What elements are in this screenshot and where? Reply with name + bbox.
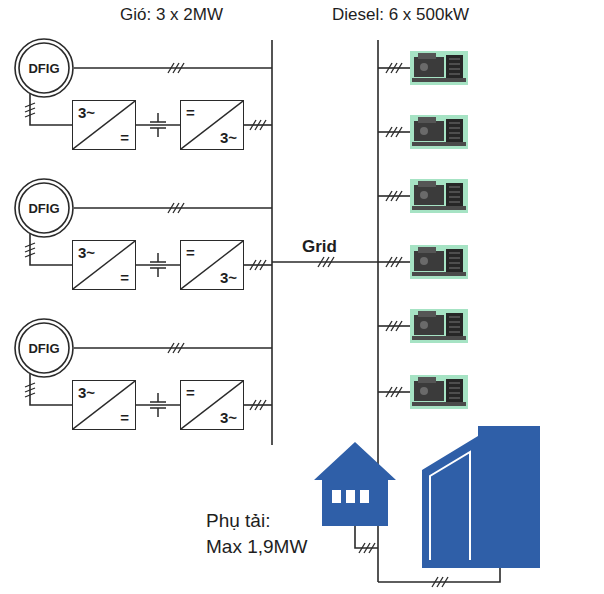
factory-feeder	[378, 568, 500, 582]
diesel-generator	[410, 115, 468, 149]
house-window	[332, 490, 341, 503]
converter-symbol: =	[186, 104, 195, 121]
three-phase-mark	[386, 191, 402, 201]
diesel-generator	[410, 179, 468, 213]
diesel-generator	[410, 51, 468, 85]
capacity-label: Gió: 3 x 2MW	[120, 4, 223, 27]
converter-box: = 3~	[180, 240, 244, 290]
converter-diagonal	[181, 101, 243, 149]
three-phase-mark	[250, 260, 266, 270]
machine-ring	[19, 323, 69, 373]
converter-symbol: =	[120, 129, 129, 146]
machine-ring	[15, 179, 73, 237]
diesel-generator	[410, 309, 468, 343]
rotor-line	[30, 233, 72, 265]
converter-diagonal	[73, 381, 135, 429]
converter-diagonal	[73, 101, 135, 149]
house-window	[346, 490, 355, 503]
three-phase-marks	[25, 63, 448, 587]
house-window	[360, 490, 369, 503]
converter-symbol: =	[186, 244, 195, 261]
stator-line	[74, 207, 272, 209]
converter-symbol: 3~	[78, 244, 95, 261]
converter-box: = 3~	[180, 380, 244, 430]
machine-ring	[15, 39, 73, 97]
three-phase-mark	[168, 203, 184, 213]
machine-ring	[15, 319, 73, 377]
three-phase-mark	[318, 257, 334, 267]
converter-box: = 3~	[180, 100, 244, 150]
converter-symbol: 3~	[220, 409, 237, 426]
stator-line	[74, 67, 272, 69]
machine-label: DFIG	[28, 341, 59, 356]
three-phase-mark	[250, 400, 266, 410]
three-phase-mark	[386, 63, 402, 73]
machine-ring	[19, 183, 69, 233]
machine-ring	[19, 43, 69, 93]
grid-label: Grid	[302, 236, 337, 259]
three-phase-mark	[386, 257, 402, 267]
converter-symbol: 3~	[78, 104, 95, 121]
diesel-generators	[410, 51, 468, 409]
dc-link	[136, 404, 180, 406]
three-phase-mark	[168, 63, 184, 73]
machine-label: DFIG	[28, 61, 59, 76]
three-phase-mark	[432, 577, 448, 587]
three-phase-mark	[359, 543, 375, 553]
dc-link	[136, 264, 180, 266]
generator-circle: DFIG	[14, 38, 74, 98]
diesel-generator	[410, 375, 468, 409]
converter-box: 3~ =	[72, 240, 136, 290]
generator-circle: DFIG	[14, 318, 74, 378]
diesel-generator	[410, 245, 468, 279]
three-phase-mark	[386, 127, 402, 137]
converter-diagonal	[181, 381, 243, 429]
factory-outline	[430, 452, 470, 560]
converter-symbol: 3~	[220, 129, 237, 146]
three-phase-mark	[386, 387, 402, 397]
converter-symbol: =	[120, 269, 129, 286]
converter-symbol: 3~	[78, 384, 95, 401]
converter-diagonal	[181, 241, 243, 289]
dc-link	[136, 124, 180, 126]
capacity-label: Diesel: 6 x 500kW	[332, 4, 469, 27]
converter-symbol: =	[186, 384, 195, 401]
wind-bus	[271, 40, 273, 445]
converter-symbol: =	[120, 409, 129, 426]
converter-box: 3~ =	[72, 380, 136, 430]
factory-shape	[422, 426, 540, 568]
converter-diagonal	[73, 241, 135, 289]
house-icon	[314, 442, 396, 526]
machine-label: DFIG	[28, 201, 59, 216]
three-phase-mark	[168, 343, 184, 353]
converter-symbol: 3~	[220, 269, 237, 286]
rotor-line	[30, 93, 72, 125]
generator-circle: DFIG	[14, 178, 74, 238]
house-shape	[314, 442, 396, 526]
three-phase-mark	[386, 321, 402, 331]
load-label: Phụ tải: Max 1,9MW	[206, 508, 310, 559]
rotor-line	[30, 373, 72, 405]
stator-line	[74, 347, 272, 349]
factory-icon	[422, 426, 540, 568]
three-phase-mark	[250, 120, 266, 130]
converter-box: 3~ =	[72, 100, 136, 150]
